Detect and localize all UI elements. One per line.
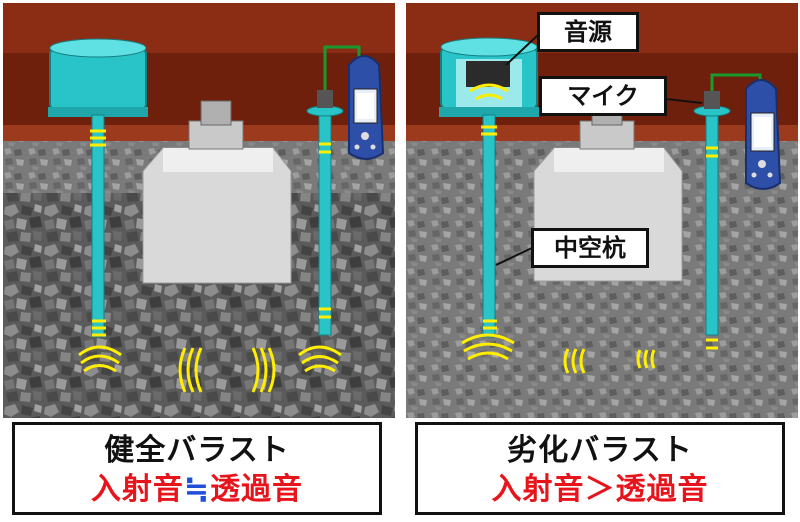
greater-than-symbol: ＞ [584, 472, 616, 507]
hollow-pile [482, 114, 496, 338]
healthy-ballast-scene [3, 3, 395, 418]
hollow-pile [91, 114, 105, 338]
caption-title: 健全バラスト [104, 433, 290, 468]
healthy-ballast-caption: 健全バラスト 入射音≒透過音 [12, 422, 382, 515]
fastener-bolt [200, 100, 232, 126]
caption-title: 劣化バラスト [507, 433, 693, 468]
microphone-label: マイク [539, 76, 667, 116]
transmitted-sound-label: 透過音 [210, 472, 304, 507]
hollow-pile-label: 中空杭 [531, 228, 649, 268]
rail-fastener [579, 120, 635, 150]
sound-waves [461, 83, 718, 374]
sleeper-top [163, 148, 273, 172]
degraded-ballast-caption: 劣化バラスト 入射音＞透過音 [415, 422, 785, 515]
incident-sound-label: 入射音 [491, 472, 585, 507]
microphone [317, 90, 333, 108]
degraded-ballast-panel: 音源 マイク 中空杭 劣化バラスト 入射音＞透過音 [403, 0, 800, 522]
sound-source-top [49, 38, 147, 58]
caption-equation: 入射音≒透過音 [15, 471, 379, 509]
speaker [466, 61, 510, 87]
approx-equal-symbol: ≒ [183, 472, 211, 507]
sound-level-meter [745, 79, 782, 190]
mic-cable [323, 45, 361, 90]
sound-source-label: 音源 [537, 12, 639, 52]
pile-pointer [495, 246, 535, 266]
healthy-ballast-panel: 健全バラスト 入射音≒透過音 [0, 0, 397, 522]
transmitted-sound-label: 透過音 [615, 472, 709, 507]
hollow-pile [318, 106, 332, 336]
microphone [704, 91, 720, 109]
incident-sound-label: 入射音 [90, 472, 184, 507]
sound-source-top [440, 37, 538, 57]
degraded-ballast-scene [406, 3, 798, 418]
sound-source-flange [439, 107, 539, 117]
hollow-pile [705, 106, 719, 336]
sound-source-flange [48, 107, 148, 117]
source-pointer [505, 34, 539, 66]
sleeper-top [554, 148, 664, 172]
mic-pointer [665, 98, 703, 104]
caption-equation: 入射音＞透過音 [418, 471, 782, 509]
sound-waves [78, 129, 342, 393]
mic-cable [710, 73, 762, 91]
sound-level-meter [348, 55, 385, 160]
